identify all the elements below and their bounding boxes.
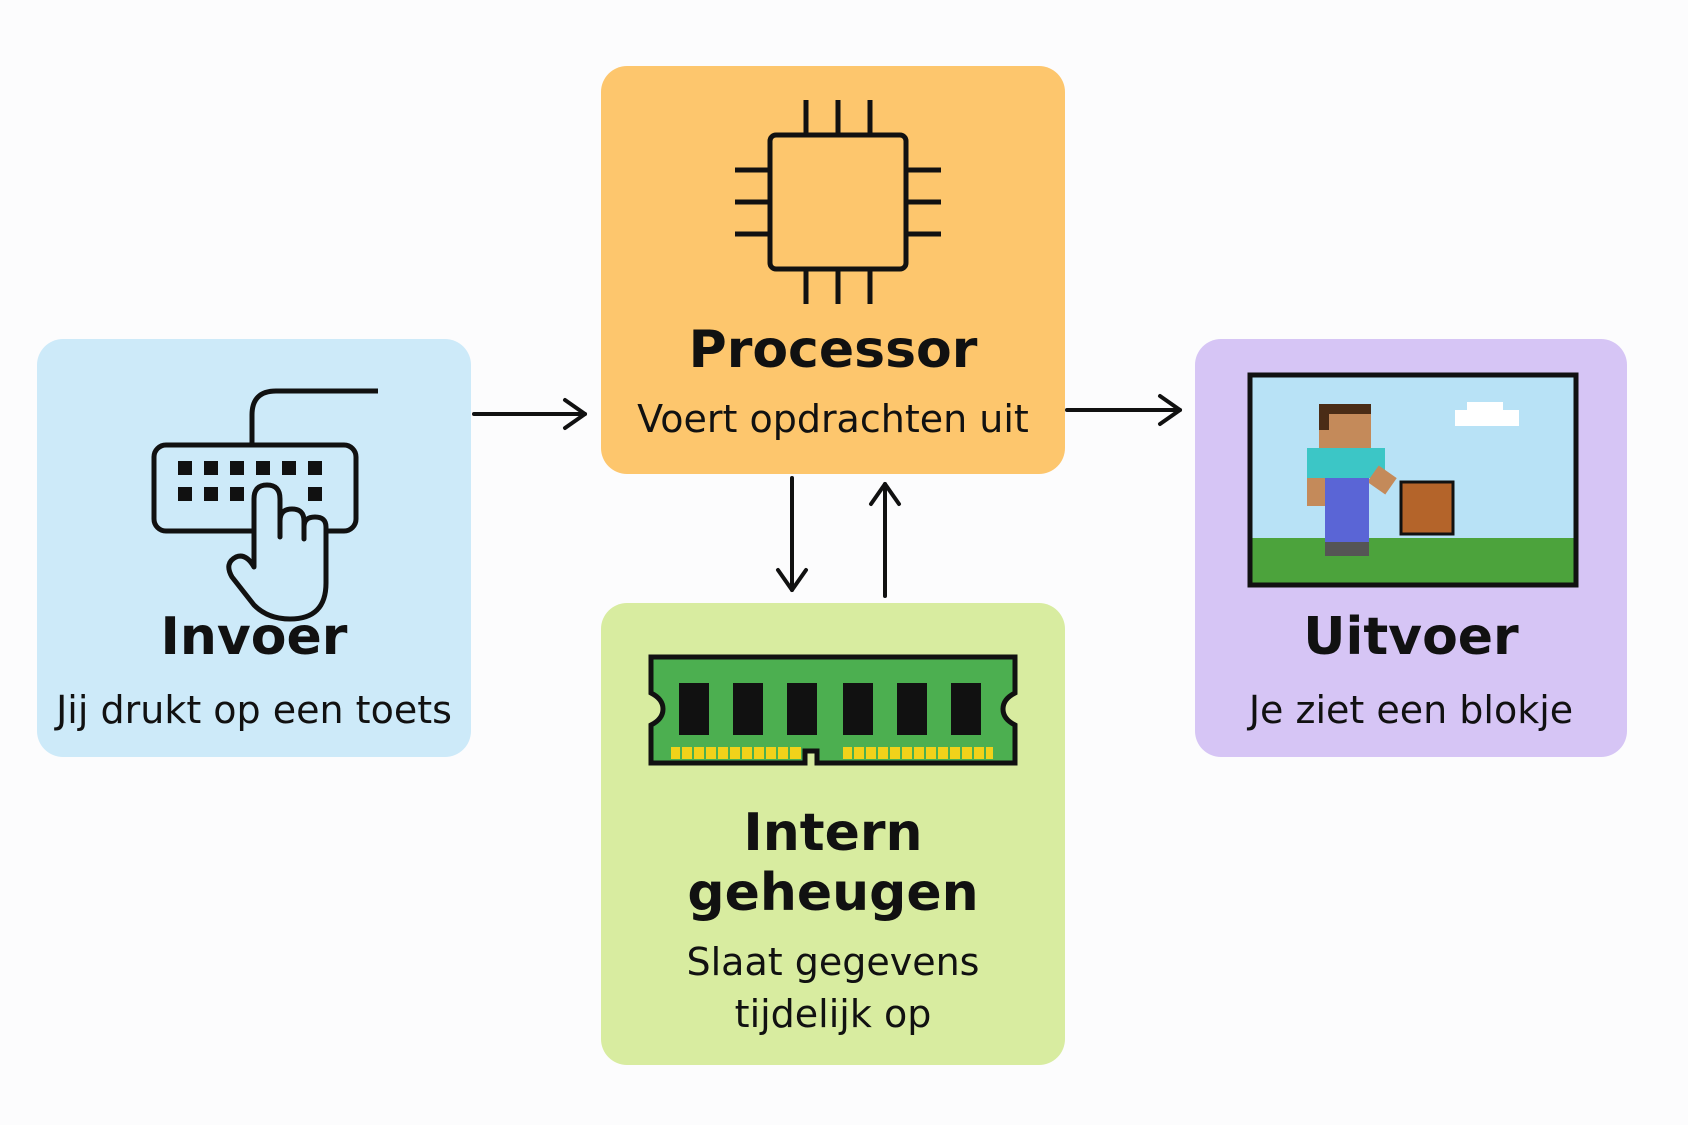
input-box: Invoer Jij drukt op een toets [37, 339, 471, 757]
arrow-processor-to-output [1065, 394, 1182, 426]
processor-title: Processor [688, 320, 978, 380]
keyboard-hand-icon [151, 388, 378, 622]
arrow-processor-to-memory [776, 476, 808, 592]
cpu-chip-icon [735, 100, 941, 304]
ram-module-icon [648, 654, 1018, 766]
game-screen-icon [1247, 372, 1579, 588]
input-title: Invoer [160, 607, 348, 667]
memory-subtitle-line1: Slaat gegevens [686, 940, 980, 984]
processor-subtitle: Voert opdrachten uit [637, 397, 1029, 441]
output-box: Uitvoer Je ziet een blokje [1195, 339, 1627, 757]
output-title: Uitvoer [1303, 607, 1519, 667]
processor-box: Processor Voert opdrachten uit [601, 66, 1065, 474]
arrow-memory-to-processor [869, 482, 901, 598]
memory-title: Intern geheugen [687, 803, 979, 923]
player-character [1307, 404, 1397, 556]
arrow-input-to-processor [472, 398, 587, 430]
input-subtitle: Jij drukt op een toets [56, 688, 452, 732]
memory-subtitle-line2: tijdelijk op [734, 992, 932, 1036]
output-subtitle: Je ziet een blokje [1248, 688, 1574, 732]
memory-box: Intern geheugen Slaat gegevens tijdelijk… [601, 603, 1065, 1065]
